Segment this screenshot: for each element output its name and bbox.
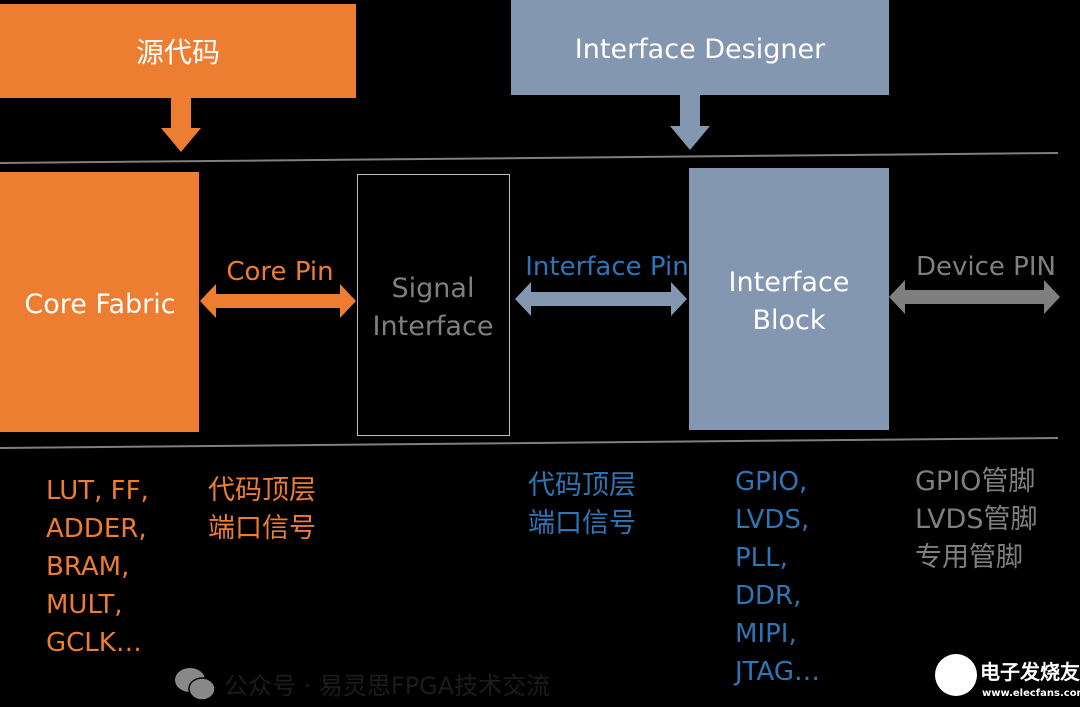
interface-block-list: GPIO,LVDS,PLL,DDR,MIPI,JTAG…	[733, 467, 820, 687]
down-arrow-source	[161, 98, 201, 152]
interface-designer-box	[511, 0, 889, 95]
down-arrow-designer	[670, 95, 710, 150]
interface-block-box	[689, 168, 889, 430]
device-pin-label: Device PIN	[916, 252, 1056, 282]
elecfans-logo-icon	[935, 654, 977, 696]
interface-pin-label: Interface Pin	[525, 252, 688, 282]
divider-top	[0, 152, 1059, 164]
core-fabric-label: Core Fabric	[24, 289, 175, 320]
divider-bottom	[0, 437, 1059, 449]
elecfans-logo: 电子发烧友 www.elecfans.com	[935, 654, 1080, 699]
wechat-icon	[175, 668, 216, 701]
signal-interface-box	[357, 174, 510, 436]
device-pin-arrow	[889, 280, 1060, 314]
core-signals-text: 代码顶层端口信号	[208, 475, 316, 544]
core-resource-list: LUT, FF,ADDER,BRAM,MULT,GCLK…	[46, 476, 149, 658]
source-code-label: 源代码	[136, 36, 220, 69]
interface-pin-arrow	[515, 282, 687, 316]
elecfans-logo-url: www.elecfans.com	[982, 688, 1080, 699]
watermark-text: 公众号 · 易灵思FPGA技术交流	[224, 672, 550, 700]
interface-signals-text: 代码顶层端口信号	[528, 470, 636, 539]
core-pin-arrow	[200, 284, 356, 318]
source-code-box	[0, 4, 356, 98]
core-fabric-box	[0, 172, 199, 432]
elecfans-logo-name: 电子发烧友	[980, 660, 1080, 684]
interface-designer-label: Interface Designer	[575, 34, 826, 65]
core-pin-label: Core Pin	[226, 257, 333, 287]
